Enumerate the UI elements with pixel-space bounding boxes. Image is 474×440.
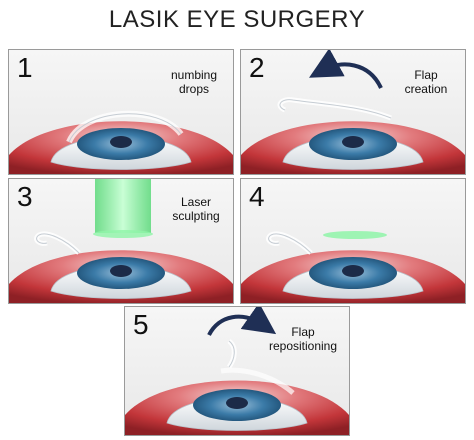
step-panel-4: 4 — [240, 178, 466, 304]
caption-line: sculpting — [172, 209, 220, 223]
step-caption-5: Flap repositioning — [261, 325, 345, 353]
step-caption-2: Flap creation — [391, 68, 461, 96]
eye-illustration-2 — [241, 50, 465, 174]
caption-line: drops — [178, 82, 210, 96]
step-number-4: 4 — [249, 181, 265, 212]
caption-line: Flap — [291, 325, 315, 339]
eye-illustration-3 — [9, 179, 233, 303]
step-number-1: 1 — [17, 52, 33, 83]
caption-line: Laser — [180, 195, 212, 209]
step-number-2: 2 — [249, 52, 265, 83]
eye-illustration-5 — [125, 307, 349, 435]
step-number-3: 3 — [17, 181, 33, 212]
sculpted-area — [323, 231, 387, 239]
diagram-title: LASIK EYE SURGERY — [108, 6, 366, 33]
flap-arrow — [309, 50, 383, 89]
caption-line: numbing — [170, 68, 218, 82]
reposition-arrow — [207, 307, 277, 337]
caption-line: Flap — [414, 68, 438, 82]
step-caption-1: numbing drops — [159, 68, 229, 96]
caption-line: repositioning — [268, 339, 338, 353]
step-caption-3: Laser sculpting — [161, 195, 231, 223]
eye-illustration-1 — [9, 110, 233, 174]
step-panel-2: 2 Flap creation — [240, 49, 466, 175]
laser-beam — [95, 179, 151, 233]
step-panel-3: 3 Laser sculpting — [8, 178, 234, 304]
caption-line: creation — [404, 82, 448, 96]
step-panel-1: 1 numbing drops — [8, 49, 234, 175]
step-number-5: 5 — [133, 309, 149, 340]
step-panel-5: 5 Flap repositioning — [124, 306, 350, 436]
eye-illustration-4 — [241, 231, 465, 303]
